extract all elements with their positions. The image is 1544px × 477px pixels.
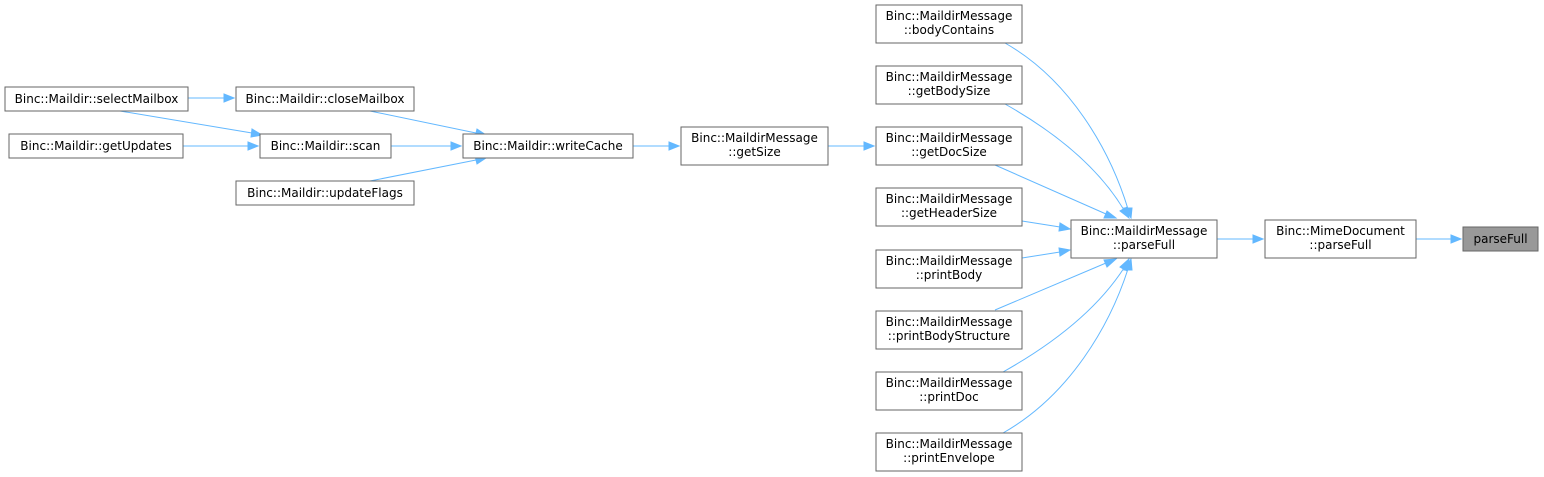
node-label: Binc::Maildir::scan (271, 139, 381, 153)
edge-getdocsize-to-parsefull (994, 164, 1118, 219)
nodes: parseFull Binc::MimeDocument ::parseFull… (4, 4, 1539, 472)
edge-getsize-to-getdocsize (828, 141, 876, 151)
edge-selectmailbox-to-closemailbox (188, 93, 236, 103)
node-label: Binc::MaildirMessage (886, 437, 1013, 451)
edge-getbodysize-to-parsefull (1004, 103, 1130, 220)
edge-writecache-to-getsize (633, 141, 681, 151)
node-label: Binc::MaildirMessage (886, 131, 1013, 145)
node-mimedocument-parsefull[interactable]: Binc::MimeDocument ::parseFull (1264, 219, 1417, 259)
edges (119, 42, 1463, 434)
edge-getheadersize-to-parsefull (1021, 220, 1072, 232)
node-label: parseFull (1473, 232, 1527, 246)
node-parsefull-current[interactable]: parseFull (1462, 226, 1539, 252)
edge-bodycontains-to-parsefull (1004, 42, 1133, 220)
edge-maildir-parsefull-to-mime-parsefull (1217, 234, 1265, 244)
node-label: ::getBodySize (908, 84, 991, 98)
node-bodycontains[interactable]: Binc::MaildirMessage ::bodyContains (875, 4, 1023, 44)
node-label: Binc::Maildir::writeCache (473, 139, 622, 153)
node-label: ::printBody (916, 268, 983, 282)
node-label: Binc::MaildirMessage (1081, 224, 1208, 238)
edge-closemailbox-to-writecache (369, 110, 488, 138)
node-updateflags[interactable]: Binc::Maildir::updateFlags (235, 180, 415, 206)
node-printenvelope[interactable]: Binc::MaildirMessage ::printEnvelope (875, 432, 1023, 472)
edge-mime-parsefull-to-parsefull (1416, 234, 1463, 244)
node-label: Binc::MaildirMessage (886, 70, 1013, 84)
node-label: Binc::Maildir::getUpdates (20, 139, 171, 153)
node-printbodystructure[interactable]: Binc::MaildirMessage ::printBodyStructur… (875, 310, 1023, 350)
node-label: Binc::MaildirMessage (886, 254, 1013, 268)
node-label: Binc::MaildirMessage (691, 131, 818, 145)
node-label: Binc::Maildir::closeMailbox (246, 92, 405, 106)
node-label: ::getDocSize (911, 145, 987, 159)
node-label: Binc::Maildir::selectMailbox (15, 92, 179, 106)
node-printdoc[interactable]: Binc::MaildirMessage ::printDoc (875, 371, 1023, 411)
edge-getupdates-to-scan (183, 141, 260, 151)
node-label: ::parseFull (1309, 238, 1371, 252)
node-getbodysize[interactable]: Binc::MaildirMessage ::getBodySize (875, 65, 1023, 105)
node-getsize[interactable]: Binc::MaildirMessage ::getSize (680, 126, 829, 166)
edge-updateflags-to-writecache (369, 155, 488, 182)
node-label: Binc::MimeDocument (1276, 224, 1405, 238)
node-scan[interactable]: Binc::Maildir::scan (259, 133, 392, 159)
node-label: ::getSize (728, 145, 780, 159)
edge-printenvelope-to-parsefull (1002, 257, 1133, 434)
node-getupdates[interactable]: Binc::Maildir::getUpdates (8, 133, 184, 159)
node-label: Binc::Maildir::updateFlags (247, 186, 403, 200)
node-closemailbox[interactable]: Binc::Maildir::closeMailbox (235, 86, 415, 112)
node-writecache[interactable]: Binc::Maildir::writeCache (462, 133, 634, 159)
node-label: ::printDoc (919, 390, 978, 404)
node-label: ::bodyContains (904, 23, 994, 37)
node-label: Binc::MaildirMessage (886, 376, 1013, 390)
node-getdocsize[interactable]: Binc::MaildirMessage ::getDocSize (875, 126, 1023, 166)
node-label: Binc::MaildirMessage (886, 9, 1013, 23)
edge-printbodystructure-to-parsefull (994, 258, 1118, 311)
node-label: ::getHeaderSize (901, 206, 997, 220)
edge-scan-to-writecache (391, 141, 463, 151)
node-maildirmessage-parsefull[interactable]: Binc::MaildirMessage ::parseFull (1070, 219, 1218, 259)
edge-printbody-to-parsefull (1021, 247, 1072, 259)
edge-selectmailbox-to-scan (119, 110, 264, 138)
node-label: Binc::MaildirMessage (886, 315, 1013, 329)
node-getheadersize[interactable]: Binc::MaildirMessage ::getHeaderSize (875, 187, 1023, 227)
node-label: ::printBodyStructure (888, 329, 1010, 343)
node-selectmailbox[interactable]: Binc::Maildir::selectMailbox (4, 86, 189, 112)
node-label: ::printEnvelope (903, 451, 995, 465)
node-label: Binc::MaildirMessage (886, 192, 1013, 206)
node-label: ::parseFull (1113, 238, 1175, 252)
node-printbody[interactable]: Binc::MaildirMessage ::printBody (875, 249, 1023, 289)
